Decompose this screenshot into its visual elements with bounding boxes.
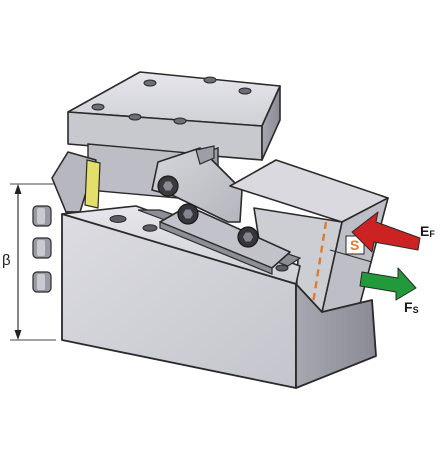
yellow-wedge-strip — [84, 159, 101, 209]
gap-marker-line — [309, 221, 328, 317]
gap-label: S — [350, 237, 359, 253]
clamp-bar — [159, 203, 291, 275]
gap-label-box: S — [345, 235, 365, 255]
clamping-lever — [151, 145, 243, 223]
hex-bolt-icon — [32, 237, 52, 259]
angle-label: β — [2, 252, 11, 269]
gap-dimension-line — [329, 249, 373, 263]
side-bolt-heads — [32, 205, 52, 293]
hex-bolt-icon — [32, 205, 52, 227]
output-force-label: FS — [404, 299, 419, 315]
socket-head-screw-icon — [157, 175, 179, 197]
angle-dimension: β — [2, 183, 56, 341]
output-force-arrow — [359, 267, 417, 301]
input-force-arrow — [351, 211, 421, 253]
socket-head-screw-icon — [237, 226, 259, 248]
input-force-label: EF — [420, 223, 435, 239]
top-bolt-holes — [91, 76, 252, 125]
hex-bolt-icon — [32, 271, 52, 293]
socket-head-screw-icon — [177, 203, 199, 225]
